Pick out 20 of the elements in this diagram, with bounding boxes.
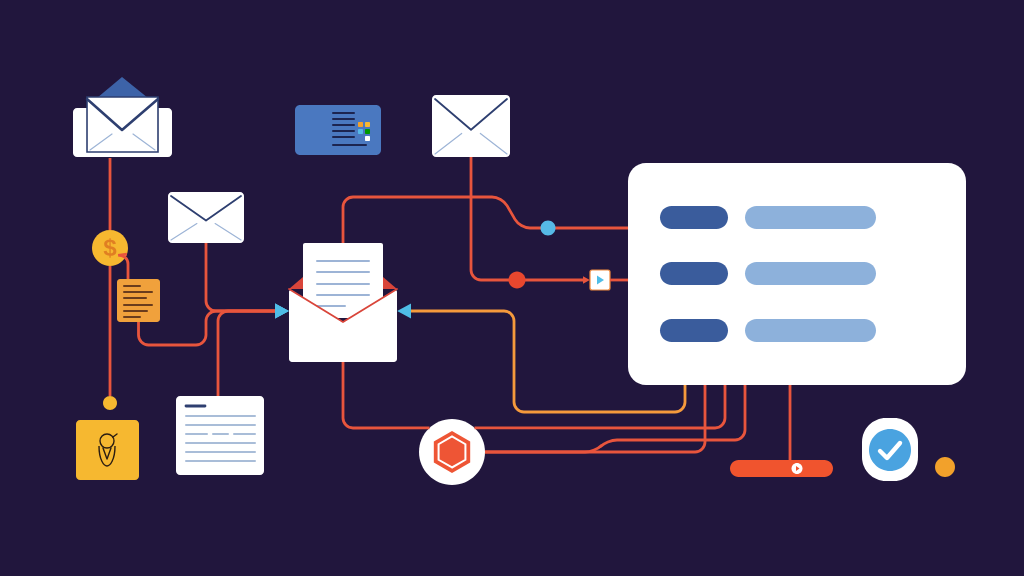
- connector-dot: [103, 396, 117, 410]
- note-icon: [117, 279, 160, 322]
- envelope-icon: [432, 95, 510, 157]
- envelope-with-letter: [288, 243, 398, 362]
- play-button: [589, 269, 611, 291]
- connector-line: [108, 158, 112, 230]
- document-icon: [176, 396, 264, 475]
- connector-line: [485, 385, 707, 454]
- window-panel: [628, 163, 966, 385]
- connector-line: [116, 252, 130, 279]
- connector-line: [108, 266, 112, 396]
- connector-line: [788, 385, 792, 460]
- envelope-icon: [73, 77, 172, 157]
- connector-line: [341, 195, 628, 243]
- connector-line: [474, 385, 727, 430]
- icon-tile: [76, 420, 139, 480]
- connector-line: [341, 362, 430, 430]
- envelope-icon: [168, 192, 244, 243]
- dollar-coin: $: [92, 230, 128, 266]
- connector-line: [610, 278, 628, 282]
